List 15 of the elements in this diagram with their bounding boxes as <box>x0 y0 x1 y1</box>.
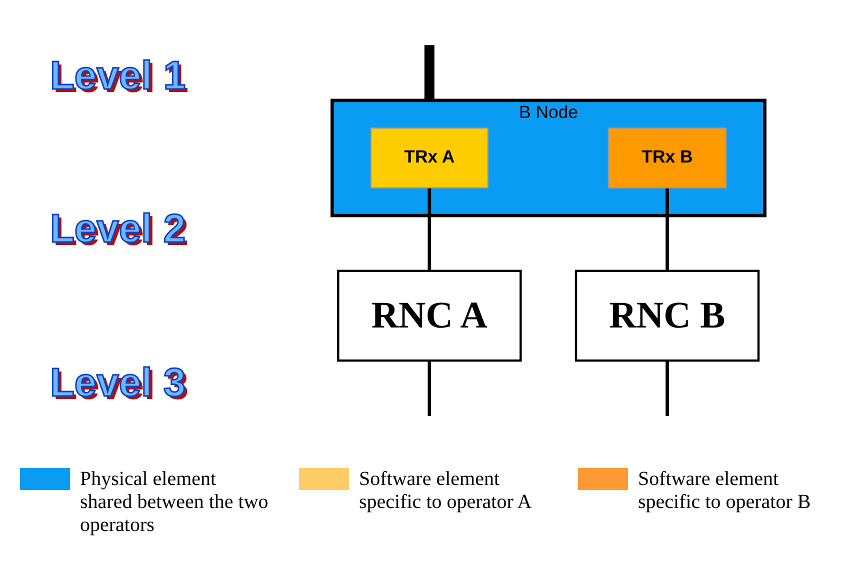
node-box: TRx A <box>370 127 488 188</box>
level-label: Level 3 <box>50 360 186 406</box>
legend-text: Software element specific to operator B <box>638 468 812 514</box>
connector <box>666 360 669 416</box>
node-box: TRx B <box>608 127 727 188</box>
node-box: RNC B <box>574 269 760 362</box>
level-label: Level 2 <box>50 207 186 252</box>
level-label: Level 1 <box>50 54 186 100</box>
connector <box>428 187 432 270</box>
connector <box>424 44 434 100</box>
legend-text: Physical element shared between the two operators <box>80 468 269 537</box>
node-box: RNC A <box>337 269 522 362</box>
connector <box>428 360 432 416</box>
connector <box>666 187 669 270</box>
legend-text: Software element specific to operator A <box>359 468 533 514</box>
